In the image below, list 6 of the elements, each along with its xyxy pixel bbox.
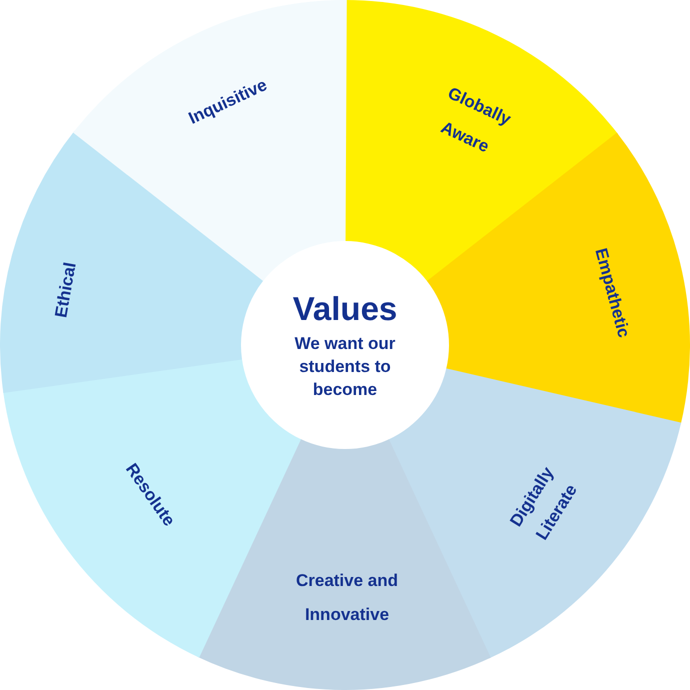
center-subtitle: We want our students to become <box>294 333 396 402</box>
wedge-segment <box>198 439 491 690</box>
wedge-segment <box>0 131 264 394</box>
center-title: Values <box>292 288 398 329</box>
segment-label: Ethical <box>50 260 82 320</box>
segment-label: Creative and Innovative <box>294 570 400 626</box>
